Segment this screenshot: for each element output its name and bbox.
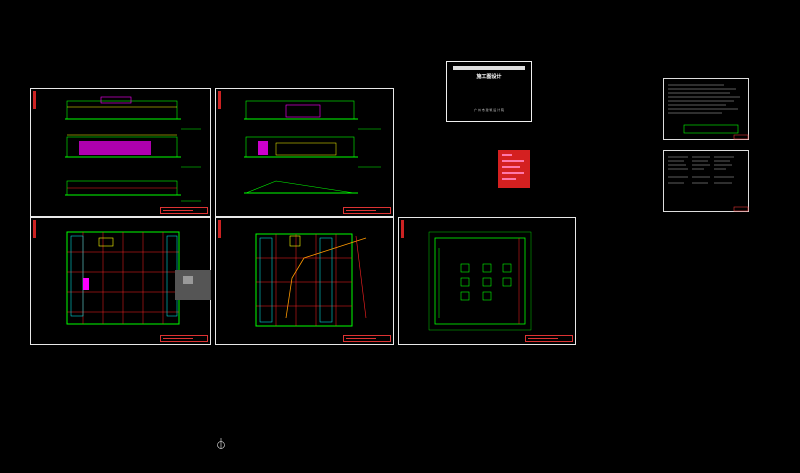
sheet-floor-plan-1[interactable] [30, 217, 225, 449]
design-notes-sheet-1[interactable] [663, 78, 749, 140]
index-row [502, 166, 520, 168]
index-row [502, 160, 524, 162]
cover-sheet[interactable]: 施工图设计 广 州 市 建 筑 设 计 院 [446, 61, 532, 122]
sheet-elevations-2[interactable] [215, 88, 394, 217]
index-row [502, 172, 524, 174]
title-block [343, 335, 391, 342]
drawing-index-card[interactable] [498, 150, 530, 188]
elevation-drawing [244, 100, 381, 194]
title-block [525, 335, 573, 342]
sheet-floor-plan-2[interactable] [215, 217, 394, 345]
sheet-elevations-1[interactable] [30, 88, 211, 217]
index-row [502, 178, 516, 180]
index-row [502, 154, 512, 156]
notes-text-block [668, 156, 749, 212]
roof-plan-drawing [428, 231, 532, 331]
elevation-drawing [65, 96, 201, 202]
design-notes-sheet-2[interactable] [663, 150, 749, 212]
cover-title: 施工图设计 [476, 74, 502, 80]
floor-plan-drawing [66, 231, 211, 325]
cover-header-bar [453, 66, 525, 70]
floor-plan-drawing [255, 233, 367, 327]
sheet-border-mark [401, 220, 404, 238]
title-block [160, 335, 208, 342]
notes-text-block [668, 84, 749, 140]
cover-company: 广 州 市 建 筑 设 计 院 [474, 108, 504, 112]
sheet-border-mark [33, 91, 36, 109]
sheet-border-mark [218, 91, 221, 109]
north-arrow-icon [217, 438, 225, 449]
sheet-border-mark [218, 220, 221, 238]
title-block [343, 207, 391, 214]
sheet-roof-plan[interactable] [398, 217, 576, 345]
sheet-border-mark [33, 220, 36, 238]
title-block [160, 207, 208, 214]
